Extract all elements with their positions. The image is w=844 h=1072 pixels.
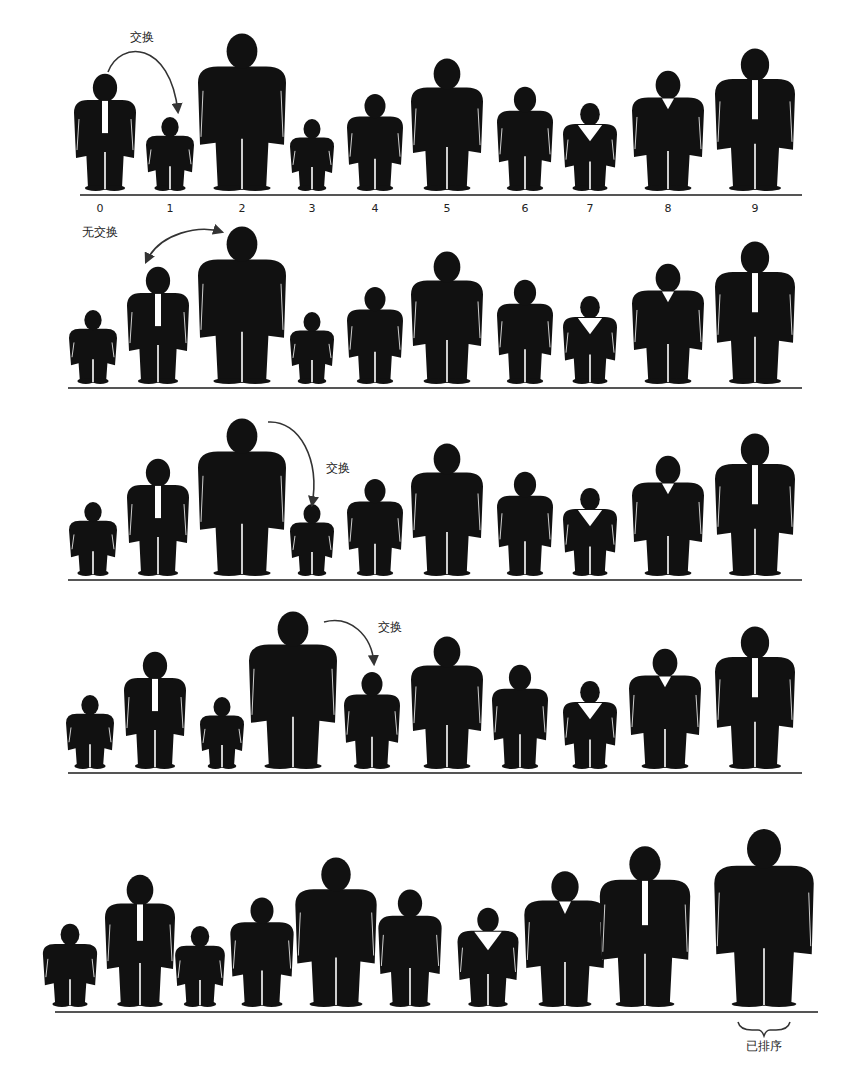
baselines <box>55 195 818 1012</box>
person-silhouette <box>715 242 795 384</box>
person-silhouette <box>290 312 334 384</box>
position-index: 7 <box>585 202 596 215</box>
person-silhouette <box>411 637 483 769</box>
person-silhouette <box>715 49 795 191</box>
person-silhouette <box>200 697 244 769</box>
position-index: 3 <box>307 202 318 215</box>
person-silhouette <box>411 59 483 191</box>
person-silhouette <box>347 479 403 576</box>
person-silhouette <box>249 611 337 769</box>
sorted-label: 已排序 <box>744 1039 784 1053</box>
person-silhouette <box>497 472 553 576</box>
person-silhouette <box>69 502 117 576</box>
person-silhouette <box>198 33 286 191</box>
person-silhouette <box>290 119 334 191</box>
person-silhouette <box>497 280 553 384</box>
person-silhouette <box>563 103 617 191</box>
sorted-brace <box>738 1022 790 1036</box>
person-silhouette <box>492 665 548 769</box>
swap-label: 交换 <box>324 461 352 475</box>
person-silhouette <box>600 846 690 1007</box>
swap-arrows <box>108 52 374 664</box>
person-silhouette <box>295 858 376 1007</box>
person-silhouette <box>69 310 117 384</box>
people-silhouettes <box>43 33 814 1007</box>
person-silhouette <box>290 504 334 576</box>
position-index: 4 <box>370 202 381 215</box>
position-index: 1 <box>165 202 176 215</box>
person-silhouette <box>146 117 194 191</box>
person-silhouette <box>378 889 441 1007</box>
person-silhouette <box>127 267 189 384</box>
position-index: 5 <box>442 202 453 215</box>
person-silhouette <box>629 649 701 769</box>
person-silhouette <box>175 926 225 1007</box>
swap-label: 无交换 <box>80 225 120 239</box>
person-silhouette <box>563 681 617 769</box>
person-silhouette <box>714 829 813 1007</box>
person-silhouette <box>344 672 400 769</box>
position-index: 0 <box>95 202 106 215</box>
swap-label: 交换 <box>128 30 156 44</box>
person-silhouette <box>524 871 605 1007</box>
position-index: 8 <box>663 202 674 215</box>
person-silhouette <box>347 94 403 191</box>
person-silhouette <box>715 627 795 769</box>
person-silhouette <box>563 296 617 384</box>
position-index: 6 <box>520 202 531 215</box>
person-silhouette <box>124 652 186 769</box>
person-silhouette <box>198 418 286 576</box>
person-silhouette <box>715 434 795 576</box>
person-silhouette <box>411 444 483 576</box>
person-silhouette <box>347 287 403 384</box>
position-index: 2 <box>237 202 248 215</box>
person-silhouette <box>632 71 704 191</box>
person-silhouette <box>74 74 136 191</box>
person-silhouette <box>563 488 617 576</box>
swap-label: 交换 <box>376 620 404 634</box>
position-index: 9 <box>750 202 761 215</box>
person-silhouette <box>632 264 704 384</box>
person-silhouette <box>105 875 175 1007</box>
person-silhouette <box>230 897 293 1007</box>
person-silhouette <box>43 924 97 1007</box>
person-silhouette <box>411 252 483 384</box>
person-silhouette <box>632 456 704 576</box>
person-silhouette <box>198 226 286 384</box>
person-silhouette <box>127 459 189 576</box>
person-silhouette <box>66 695 114 769</box>
person-silhouette <box>457 908 518 1007</box>
person-silhouette <box>497 87 553 191</box>
